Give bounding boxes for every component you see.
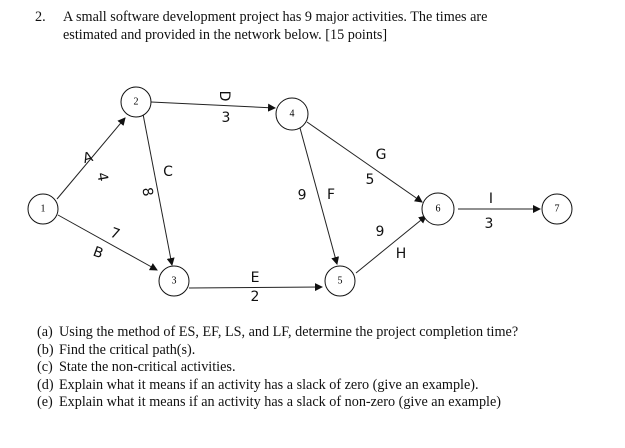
activity-b-time: 7 xyxy=(108,225,122,243)
activity-d-name: D xyxy=(216,91,232,102)
question-c-label: (c) xyxy=(37,359,53,375)
question-d-text: Explain what it means if an activity has… xyxy=(59,376,479,393)
node-4: 4 xyxy=(275,97,309,131)
activity-g-time: 5 xyxy=(366,172,375,188)
activity-i-name: I xyxy=(489,191,493,207)
activity-g-name: G xyxy=(376,147,387,163)
question-b-label: (b) xyxy=(37,341,54,358)
node-5: 5 xyxy=(324,265,356,297)
node-4-label: 4 xyxy=(290,109,295,120)
activity-e-time: 2 xyxy=(251,289,260,305)
edge-g xyxy=(306,121,423,203)
question-e: (e) Explain what it means if an activity … xyxy=(37,394,501,412)
node-1-label: 1 xyxy=(41,204,46,215)
activity-a-time: 4 xyxy=(93,171,110,183)
activity-h-name: H xyxy=(396,246,407,262)
activity-h-time: 9 xyxy=(376,224,385,240)
question-a-text: Using the method of ES, EF, LS, and LF, … xyxy=(59,324,519,340)
activity-i-time: 3 xyxy=(485,216,494,232)
node-1: 1 xyxy=(27,193,59,225)
network-diagram: 1 2 3 4 5 6 7 A 4 B 7 C 8 D 3 E 2 F 6 G … xyxy=(27,86,573,305)
problem-text: A small software development project has… xyxy=(63,8,583,44)
activity-f-time: 6 xyxy=(297,185,306,201)
question-b-text: Find the critical path(s). xyxy=(59,341,196,358)
question-c: (c) State the non-critical activities. xyxy=(37,359,236,377)
question-a-label: (a) xyxy=(37,324,53,340)
problem-line-2: estimated and provided in the network be… xyxy=(63,27,388,43)
problem-line-1: A small software development project has… xyxy=(63,9,488,25)
edge-e xyxy=(188,283,323,292)
activity-c-name: C xyxy=(163,164,173,180)
question-d-label: (d) xyxy=(37,376,54,393)
edge-h xyxy=(355,215,427,274)
edge-c xyxy=(142,113,175,266)
problem-number: 2. xyxy=(35,9,46,25)
activity-a-name: A xyxy=(81,149,95,167)
node-2: 2 xyxy=(120,86,152,118)
node-2-label: 2 xyxy=(134,97,139,108)
question-e-text: Explain what it means if an activity has… xyxy=(59,394,502,410)
edge-a xyxy=(56,117,126,200)
edge-b xyxy=(57,214,158,271)
node-6: 6 xyxy=(421,192,455,226)
node-7-label: 7 xyxy=(555,204,560,215)
activity-e-name: E xyxy=(251,270,260,286)
question-b: (b) Find the critical path(s). xyxy=(37,342,195,360)
node-5-label: 5 xyxy=(338,276,343,287)
edge-f xyxy=(299,127,340,265)
activity-d-time: 3 xyxy=(222,110,231,126)
node-3: 3 xyxy=(158,265,190,297)
question-e-label: (e) xyxy=(37,394,53,410)
activity-f-name: F xyxy=(327,187,335,203)
question-a: (a) Using the method of ES, EF, LS, and L… xyxy=(37,324,518,342)
activity-c-time: 8 xyxy=(138,186,155,198)
question-d: (d) Explain what it means if an activity … xyxy=(37,377,479,395)
node-6-label: 6 xyxy=(436,204,441,215)
activity-b-name: B xyxy=(91,244,106,262)
node-3-label: 3 xyxy=(172,276,177,287)
question-c-text: State the non-critical activities. xyxy=(59,359,236,375)
node-7: 7 xyxy=(541,193,573,225)
edge-d xyxy=(150,101,276,112)
